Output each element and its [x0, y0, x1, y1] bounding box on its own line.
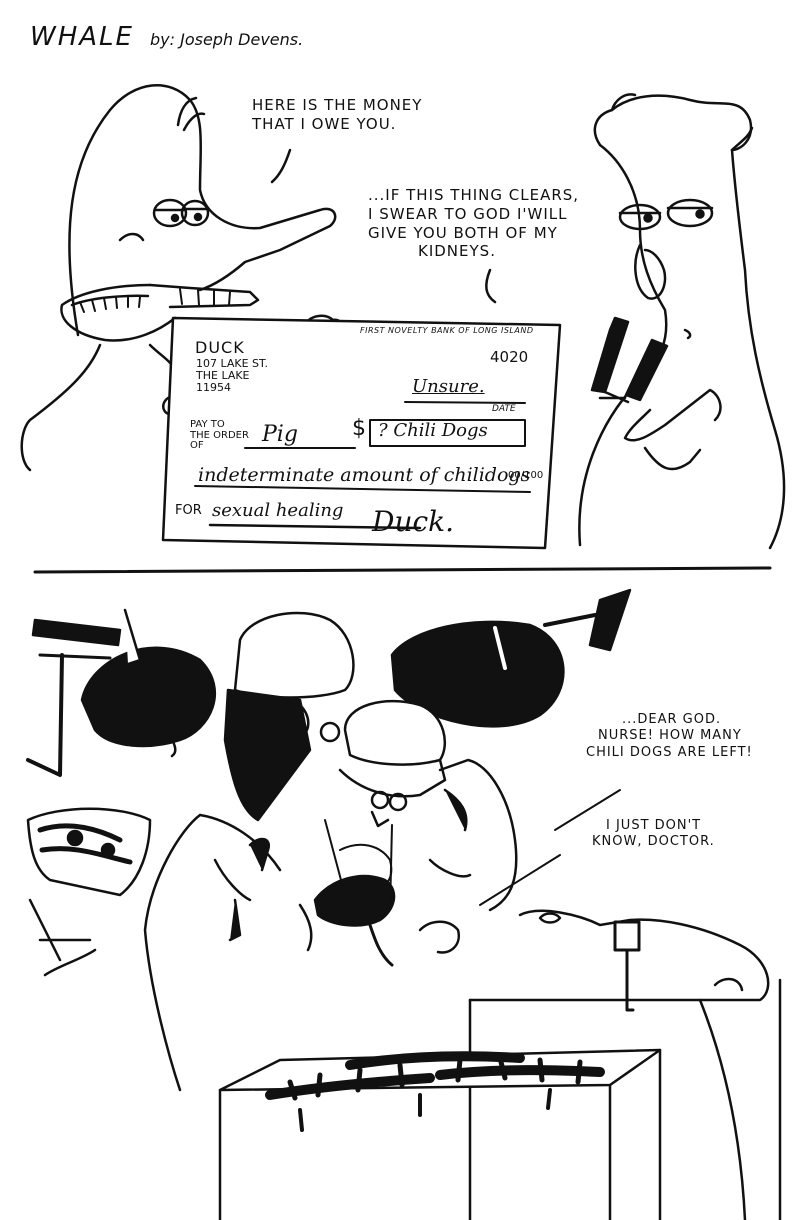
surgical-site: [313, 819, 461, 967]
check-outline: [161, 316, 562, 550]
pig-speech-line: KIDNEYS.: [418, 242, 496, 261]
surgical-lamp-left: [26, 608, 217, 777]
check-date-label: DATE: [492, 404, 516, 414]
chili-dog-tray: [218, 1048, 662, 1220]
check-dollar-sign: $: [352, 416, 366, 441]
check-for-label: FOR: [175, 503, 202, 518]
panel-divider: [33, 566, 772, 574]
check-pay-to-line: OF: [190, 440, 204, 451]
doctor-speech-line: CHILI DOGS ARE LEFT!: [586, 744, 753, 760]
pig-speech-tail: [485, 268, 497, 304]
check-pay-to-line: THE ORDER: [190, 429, 249, 441]
doctor-speech-line: NURSE! HOW MANY: [598, 728, 742, 744]
check-signature: Duck.: [372, 505, 455, 538]
check-amount-box: ? Chili Dogs: [378, 420, 488, 441]
nurse-speech-tail: [479, 854, 561, 906]
check-payee: Pig: [262, 422, 298, 447]
check-number: 4020: [490, 348, 529, 366]
duck-speech-line: HERE IS THE MONEY: [252, 96, 423, 114]
duck-speech-bubble: HERE IS THE MONEY THAT I OWE YOU.: [252, 96, 422, 134]
doctor-speech-line: ...DEAR GOD.: [622, 712, 722, 727]
check-memo: sexual healing: [212, 500, 344, 521]
nurse-character: [338, 699, 518, 912]
check-address: 107 LAKE ST. THE LAKE 11954: [196, 357, 268, 395]
check-written-amount: indeterminate amount of chilidogs: [198, 464, 531, 486]
check-cents: 00/100: [508, 470, 544, 481]
duck-speech-line: THAT I OWE YOU.: [252, 114, 397, 133]
pig-speech-line: ...IF THIS THING CLEARS,: [368, 186, 580, 204]
check-address-line: THE LAKE: [196, 369, 250, 383]
check-pay-to-label: PAY TO THE ORDER OF: [190, 419, 249, 452]
doctor-speech-bubble: ...DEAR GOD. NURSE! HOW MANY CHILI DOGS …: [586, 712, 753, 761]
patient-body: [468, 909, 782, 1220]
check-date-value: Unsure.: [412, 376, 485, 397]
check-pay-to-line: PAY TO: [190, 419, 225, 430]
check-bank-name: FIRST NOVELTY BANK OF LONG ISLAND: [360, 326, 534, 335]
check-address-line: 107 LAKE ST.: [196, 357, 268, 370]
pig-speech-bubble: ...IF THIS THING CLEARS, I SWEAR TO GOD …: [368, 186, 579, 261]
comic-byline: by: Joseph Devens.: [150, 30, 304, 49]
comic-title: WHALE: [30, 22, 134, 52]
doctor-character: [143, 611, 355, 1092]
chili-dog-plate-left: [26, 807, 152, 977]
pig-character: [578, 93, 786, 550]
check-address-line: 11954: [196, 381, 231, 395]
duck-speech-tail: [270, 148, 292, 184]
nurse-speech-line: I JUST DON'T: [606, 818, 702, 833]
check-payer-name: DUCK: [195, 338, 245, 357]
nurse-speech-line: KNOW, DOCTOR.: [592, 834, 715, 850]
pig-speech-line: GIVE YOU BOTH OF MY: [368, 223, 558, 242]
nurse-speech-bubble: I JUST DON'T KNOW, DOCTOR.: [592, 818, 715, 851]
surgical-lamp-right: [390, 588, 632, 728]
doctor-speech-tail: [554, 789, 621, 831]
pig-speech-line: I SWEAR TO GOD I'WILL: [368, 204, 568, 223]
duck-character: [20, 84, 345, 472]
